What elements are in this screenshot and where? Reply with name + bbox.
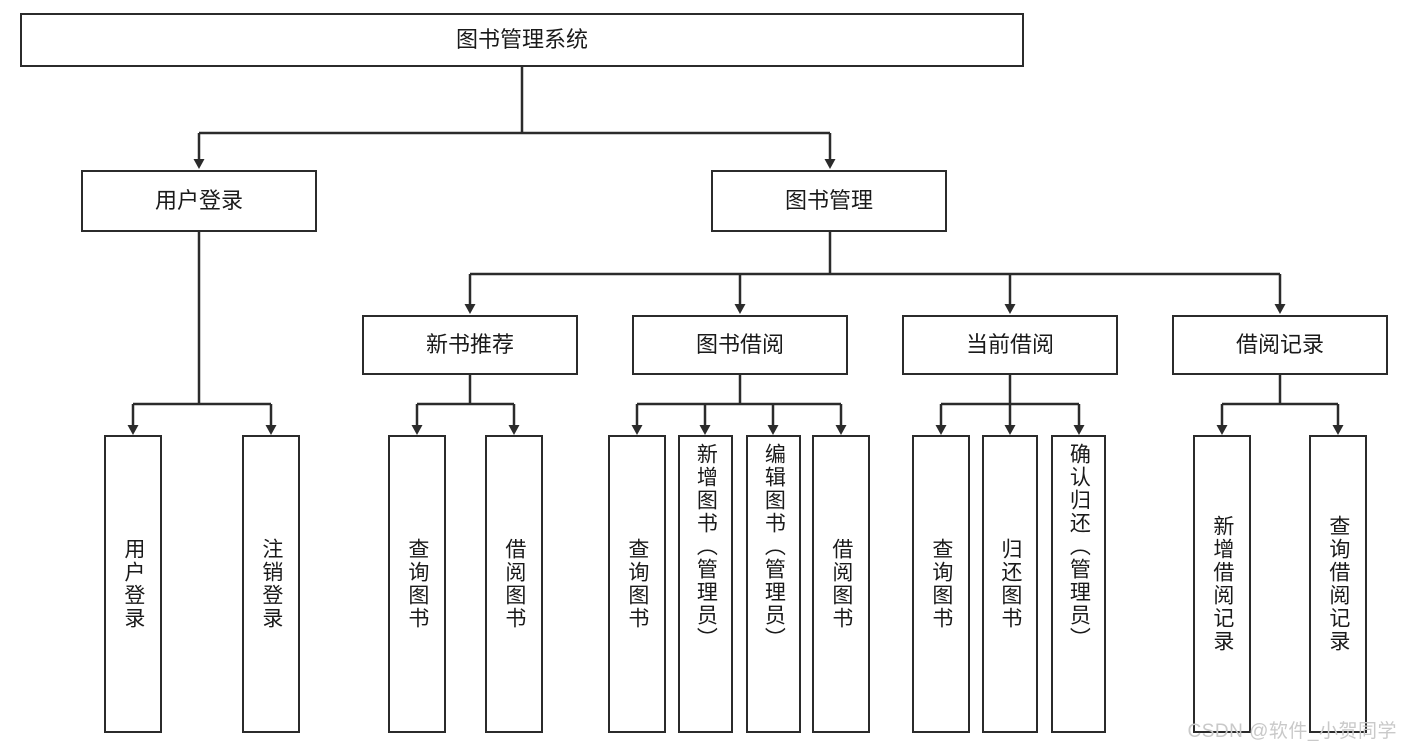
leaf-new-book-borrow-book[interactable]: 借阅图书 [485,435,543,733]
node-root-book-management-system[interactable]: 图书管理系统 [20,13,1024,67]
leaf-records-query-record[interactable]: 查询借阅记录 [1309,435,1367,733]
node-label: 编辑图书（管理员） [762,443,786,650]
node-label: 查询图书 [929,538,953,630]
node-label: 查询图书 [625,538,649,630]
node-label: 借阅图书 [829,538,853,630]
node-label: 新增借阅记录 [1210,515,1234,653]
leaf-current-borrow-confirm-return-admin[interactable]: 确认归还（管理员） [1051,435,1106,733]
node-label: 借阅记录 [1235,331,1324,357]
node-book-borrowing[interactable]: 图书借阅 [632,315,848,375]
node-label: 图书管理系统 [455,26,588,52]
leaf-records-add-record[interactable]: 新增借阅记录 [1193,435,1251,733]
leaf-current-borrow-return-book[interactable]: 归还图书 [982,435,1038,733]
leaf-current-borrow-query-book[interactable]: 查询图书 [912,435,970,733]
node-label: 新书推荐 [425,331,514,357]
node-label: 确认归还（管理员） [1067,443,1091,650]
node-label: 图书管理 [784,187,873,213]
node-label: 查询借阅记录 [1326,515,1350,653]
node-label: 查询图书 [405,538,429,630]
node-borrowing-records[interactable]: 借阅记录 [1172,315,1388,375]
node-label: 新增图书（管理员） [694,443,718,650]
node-book-management[interactable]: 图书管理 [711,170,947,232]
node-user-login[interactable]: 用户登录 [81,170,317,232]
leaf-user-login-login[interactable]: 用户登录 [104,435,162,733]
node-new-book-recommendation[interactable]: 新书推荐 [362,315,578,375]
node-label: 注销登录 [259,538,283,630]
node-label: 借阅图书 [502,538,526,630]
csdn-watermark: CSDN @软件_小贺同学 [1187,721,1397,742]
leaf-book-borrow-add-book-admin[interactable]: 新增图书（管理员） [678,435,733,733]
node-label: 归还图书 [998,538,1022,630]
node-label: 用户登录 [154,187,243,213]
node-label: 图书借阅 [695,331,784,357]
node-label: 用户登录 [121,538,145,630]
leaf-new-book-query-book[interactable]: 查询图书 [388,435,446,733]
node-current-borrowing[interactable]: 当前借阅 [902,315,1118,375]
leaf-book-borrow-borrow-book[interactable]: 借阅图书 [812,435,870,733]
leaf-user-login-logout[interactable]: 注销登录 [242,435,300,733]
leaf-book-borrow-query-book[interactable]: 查询图书 [608,435,666,733]
leaf-book-borrow-edit-book-admin[interactable]: 编辑图书（管理员） [746,435,801,733]
node-label: 当前借阅 [965,331,1054,357]
